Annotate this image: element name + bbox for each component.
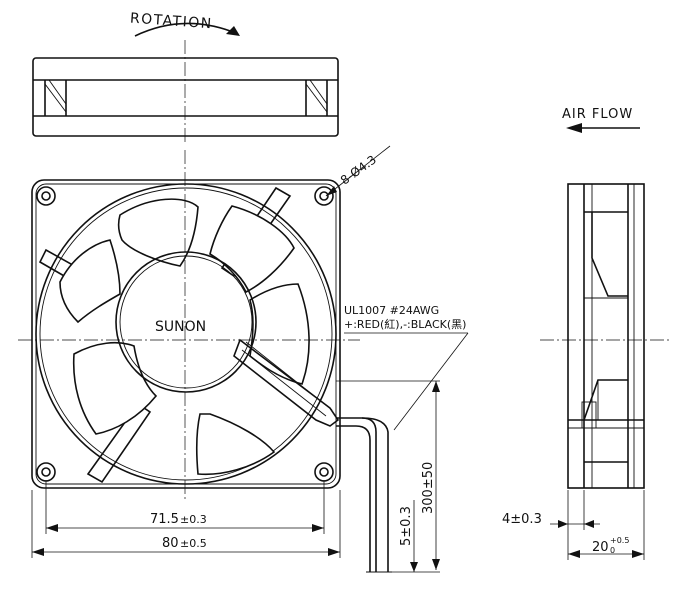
hole-callout: 8-Ø4.3 xyxy=(325,145,391,197)
lead-dimensions: 300±50 5±0.3 xyxy=(392,381,440,573)
rotation-arrowhead-icon xyxy=(226,26,240,36)
mount-hole-tr-icon xyxy=(314,186,334,206)
rotation-label: ROTATION xyxy=(129,11,213,33)
depth-tol-lower: 0 xyxy=(610,546,615,555)
depth-value: 20 xyxy=(592,540,609,555)
rotation-indicator: ROTATION xyxy=(129,11,240,37)
flange-label: 4±0.3 xyxy=(502,512,542,527)
depth-tol-upper: +0.5 xyxy=(610,536,629,545)
air-flow-arrow-icon xyxy=(566,123,582,133)
cable-spec-label: UL1007 #24AWG xyxy=(344,304,439,317)
wire-colors-label: +:RED(紅),-:BLACK(黑) xyxy=(344,318,466,331)
brand-label: SUNON xyxy=(155,319,206,335)
front-dimensions: 71.5 ±0.3 80 ±0.5 xyxy=(31,480,341,558)
cable-callout: UL1007 #24AWG +:RED(紅),-:BLACK(黑) xyxy=(336,304,469,431)
fan-blades xyxy=(59,198,310,476)
hole-pitch-tol: ±0.3 xyxy=(180,513,207,526)
hole-spec-label: 8-Ø4.3 xyxy=(338,152,379,187)
front-view: SUNON xyxy=(18,150,392,573)
hole-pitch-value: 71.5 xyxy=(150,512,179,527)
air-flow-label: AIR FLOW xyxy=(562,107,633,122)
black-wire xyxy=(336,425,371,572)
strip-length-label: 5±0.3 xyxy=(399,506,414,546)
width-value: 80 xyxy=(162,536,179,551)
spoke-lower-left xyxy=(86,402,152,484)
side-view xyxy=(540,183,670,489)
air-flow-indicator: AIR FLOW xyxy=(562,107,640,133)
hub xyxy=(115,251,257,393)
width-tol: ±0.5 xyxy=(180,537,207,550)
top-view xyxy=(32,40,339,145)
mount-hole-bl-icon xyxy=(36,462,56,482)
lead-length-label: 300±50 xyxy=(421,462,436,514)
mount-hole-br-icon xyxy=(314,462,334,482)
side-dimensions: 4±0.3 20 +0.5 0 xyxy=(502,490,645,560)
mount-hole-tl-icon xyxy=(36,186,56,206)
